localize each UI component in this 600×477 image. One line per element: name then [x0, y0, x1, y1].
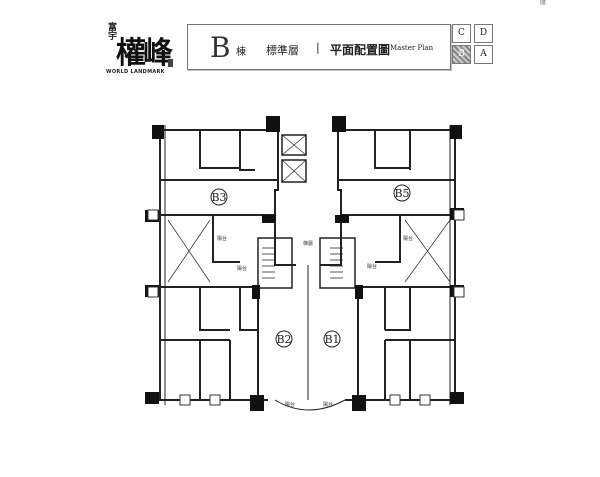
key-plan-b-highlighted: B: [452, 45, 471, 64]
building-suffix: 棟: [236, 47, 246, 58]
unit-label-b2: B2: [276, 333, 291, 346]
brand-logo: 富宇 權峰 WORLD LANDMARK: [104, 20, 174, 75]
unit-labels: B3 B5 B2 B1: [210, 184, 411, 348]
plan-title-en: Master Plan: [390, 44, 434, 52]
logo-name: 權峰: [116, 36, 173, 71]
floor-label: 標準層: [266, 44, 299, 57]
key-plan-a: A: [474, 45, 493, 64]
balcony-label-b3: 陽台: [217, 235, 227, 242]
balcony-label-right: 陽台: [323, 401, 333, 408]
corner-mark: 匯: [540, 0, 547, 6]
building-letter: B: [210, 31, 231, 64]
balcony-label-b3-lower: 陽台: [237, 265, 247, 272]
plan-title: 平面配置圖: [330, 43, 391, 57]
balcony-label-b5-lower: 陽台: [367, 263, 377, 270]
window-boxes: [147, 209, 465, 406]
key-plan-c: C: [452, 24, 471, 43]
unit-label-b1: B1: [324, 333, 339, 346]
logo-prefix: 富宇: [108, 23, 118, 42]
logo-mark: [168, 59, 173, 67]
title-box: B 棟 標準層 | 平面配置圖 Master Plan: [187, 24, 451, 70]
unit-label-b3: B3: [211, 191, 226, 204]
balcony-label-left: 陽台: [285, 401, 295, 408]
walls: [159, 125, 456, 411]
title-separator: |: [316, 41, 320, 54]
logo-english: WORLD LANDMARK: [106, 69, 165, 75]
key-plan-d: D: [474, 24, 493, 43]
unit-label-b5: B5: [394, 187, 409, 200]
balcony-label-b5: 陽台: [403, 235, 413, 242]
hall-label: 梯廳: [303, 240, 313, 247]
